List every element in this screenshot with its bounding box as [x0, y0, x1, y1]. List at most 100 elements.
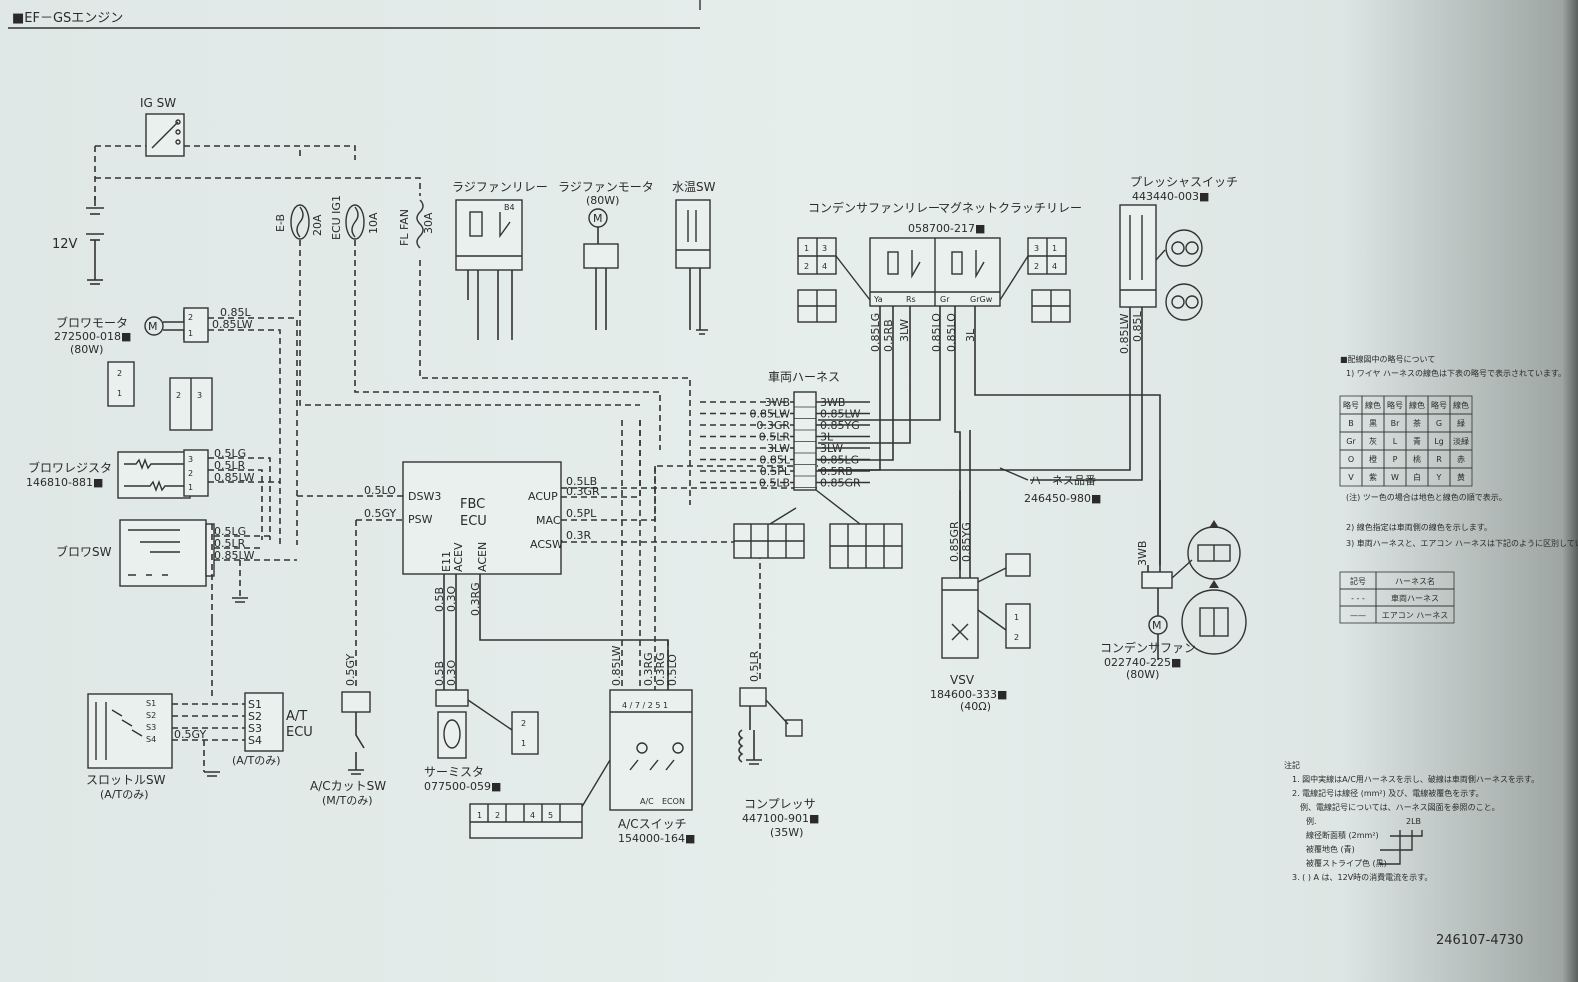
rad-relay-label: ラジファンリレー — [452, 180, 548, 194]
svg-text:4 / 7 / 2 5 1: 4 / 7 / 2 5 1 — [622, 701, 668, 710]
blower-res-wire-2: 0.5LR — [214, 459, 246, 472]
svg-text:1: 1 — [188, 329, 193, 338]
svg-text:3: 3 — [822, 244, 827, 253]
ecu-pin-acup: ACUP — [528, 490, 558, 503]
fuse2-name: ECU IG1 — [330, 195, 343, 240]
ecu-pin-acsw: ACSW — [530, 538, 563, 551]
vsv-ohm: (40Ω) — [960, 700, 991, 713]
color-table-cell: Y — [1436, 473, 1442, 482]
thermistor-wire-1: 0.5B — [433, 661, 446, 686]
vsv-part: 184600-333■ — [930, 688, 1007, 701]
harness-type-table: 記号ハーネス名- - -車両ハーネス——エアコン ハーネス — [1339, 571, 1455, 624]
document-number: 246107-4730 — [1436, 933, 1523, 948]
thermistor-label: サーミスタ — [424, 765, 484, 779]
fuse3-amp: 30A — [422, 212, 435, 234]
harness-table-cell: エアコン ハーネス — [1382, 611, 1449, 620]
color-table-cell: 略号 — [1343, 400, 1359, 410]
battery-icon — [86, 196, 104, 285]
cond-fan-label: コンデンサファン — [1100, 640, 1196, 655]
battery-label: 12V — [52, 237, 78, 252]
color-table-cell: 黒 — [1369, 419, 1377, 428]
connector-icon — [785, 719, 803, 737]
color-table-cell: P — [1393, 455, 1398, 464]
rad-motor-watt: (80W) — [586, 194, 619, 207]
cond-fan-watt: (80W) — [1126, 668, 1159, 681]
svg-text:2: 2 — [188, 313, 193, 322]
svg-text:B4: B4 — [504, 203, 515, 212]
ac-cut-wire: 0.5GY — [344, 654, 357, 686]
color-table-cell: 淡緑 — [1453, 436, 1469, 446]
blower-resistor-part: 146810-881■ — [26, 476, 103, 489]
blower-motor-wire-1: 0.85L — [220, 306, 251, 319]
svg-text:1: 1 — [1052, 244, 1057, 253]
svg-text:GrGw: GrGw — [970, 295, 993, 304]
note-1: 1. 図中実線はA/C用ハーネスを示し、破線は車両側ハーネスを示す。 — [1292, 774, 1539, 784]
color-table-cell: 桃 — [1413, 454, 1421, 464]
mag-clutch-relay-label: マグネットクラッチリレー — [938, 201, 1082, 215]
compressor-watt: (35W) — [770, 826, 803, 839]
color-table-cell: R — [1436, 455, 1442, 464]
blower-sw-wire-1: 0.5LG — [214, 525, 246, 538]
note-ex-1: 線径断面積 (2mm²) — [1306, 830, 1379, 840]
svg-text:M: M — [593, 212, 603, 225]
cond-fan-wire: 3WB — [1136, 541, 1149, 566]
ecu-wire-mac: 0.5PL — [566, 507, 597, 520]
at-pin-s4: S4 — [248, 734, 262, 747]
connector-icon — [183, 449, 209, 497]
rad-fan-relay-icon — [455, 199, 523, 271]
vsv-label: VSV — [950, 673, 975, 687]
harness-table-cell: 車両ハーネス — [1391, 593, 1439, 603]
ig-sw-label: IG SW — [140, 96, 176, 110]
blower-res-wire-1: 0.5LG — [214, 447, 246, 460]
harness-assy-label: ハーネス品番 — [1030, 474, 1096, 487]
connector-icon — [469, 803, 583, 839]
water-temp-sw-icon — [675, 199, 711, 269]
throttle-sw-note: (A/Tのみ) — [100, 788, 149, 801]
harness-assy-part: 246450-980■ — [1024, 492, 1101, 505]
fuse2-amp: 10A — [367, 212, 380, 234]
ac-sw-label-ac: A/C — [640, 797, 654, 806]
ac-sw-wire-1: 0.85LW — [610, 645, 623, 686]
at-pin-s3: S3 — [248, 722, 262, 735]
svg-text:1: 1 — [521, 739, 526, 748]
svg-text:3: 3 — [197, 391, 202, 400]
relay-wire-4: 0.85LO — [930, 313, 943, 352]
note-3: 3. ( ) A は、12V時の消費電流を示す。 — [1292, 872, 1432, 882]
connector-icon — [183, 307, 209, 343]
svg-text:2: 2 — [176, 391, 181, 400]
pressure-sw-part: 443440-003■ — [1132, 190, 1209, 203]
at-ecu-label-2: ECU — [286, 725, 313, 740]
ecu-wire-acup2: 0.3GR — [566, 485, 600, 498]
color-table-cell: 茶 — [1413, 418, 1421, 428]
blower-resistor-label: ブロワレジスタ — [28, 460, 112, 475]
svg-text:4: 4 — [822, 262, 827, 271]
compressor-clutch-icon — [738, 706, 762, 765]
connector-icon — [107, 361, 135, 407]
harness-table-cell: —— — [1350, 611, 1366, 620]
svg-text:5: 5 — [548, 811, 553, 820]
color-table-cell: B — [1348, 419, 1354, 428]
svg-text:3: 3 — [188, 455, 193, 464]
ecu-wire-dsw3: 0.5LO — [364, 484, 396, 497]
ecu-pin-acev: ACEV — [452, 542, 465, 572]
connector-icon — [1165, 229, 1203, 321]
rad-motor-label: ラジファンモータ — [558, 180, 654, 194]
svg-text:M: M — [1152, 619, 1162, 632]
svg-text:Rs: Rs — [906, 295, 916, 304]
ac-sw-wire-3: 0.3RG — [654, 652, 667, 686]
color-table-cell: 灰 — [1369, 436, 1377, 446]
svg-text:2: 2 — [1014, 633, 1019, 642]
svg-text:2: 2 — [188, 469, 193, 478]
note-2: 2. 電線記号は線径 (mm²) 及び、電線被覆色を示す。 — [1292, 788, 1484, 798]
harness-left-wire: 3WB — [765, 396, 790, 409]
color-table-cell: 線色 — [1409, 400, 1425, 410]
ecu-wire-psw: 0.5GY — [364, 507, 396, 520]
pressure-switch-icon — [1119, 204, 1157, 308]
color-table-cell: 白 — [1413, 472, 1421, 482]
at-ecu-label-1: A/T — [286, 709, 307, 724]
connector-icon — [1181, 589, 1247, 655]
note-example-code: 2LB — [1406, 817, 1421, 826]
